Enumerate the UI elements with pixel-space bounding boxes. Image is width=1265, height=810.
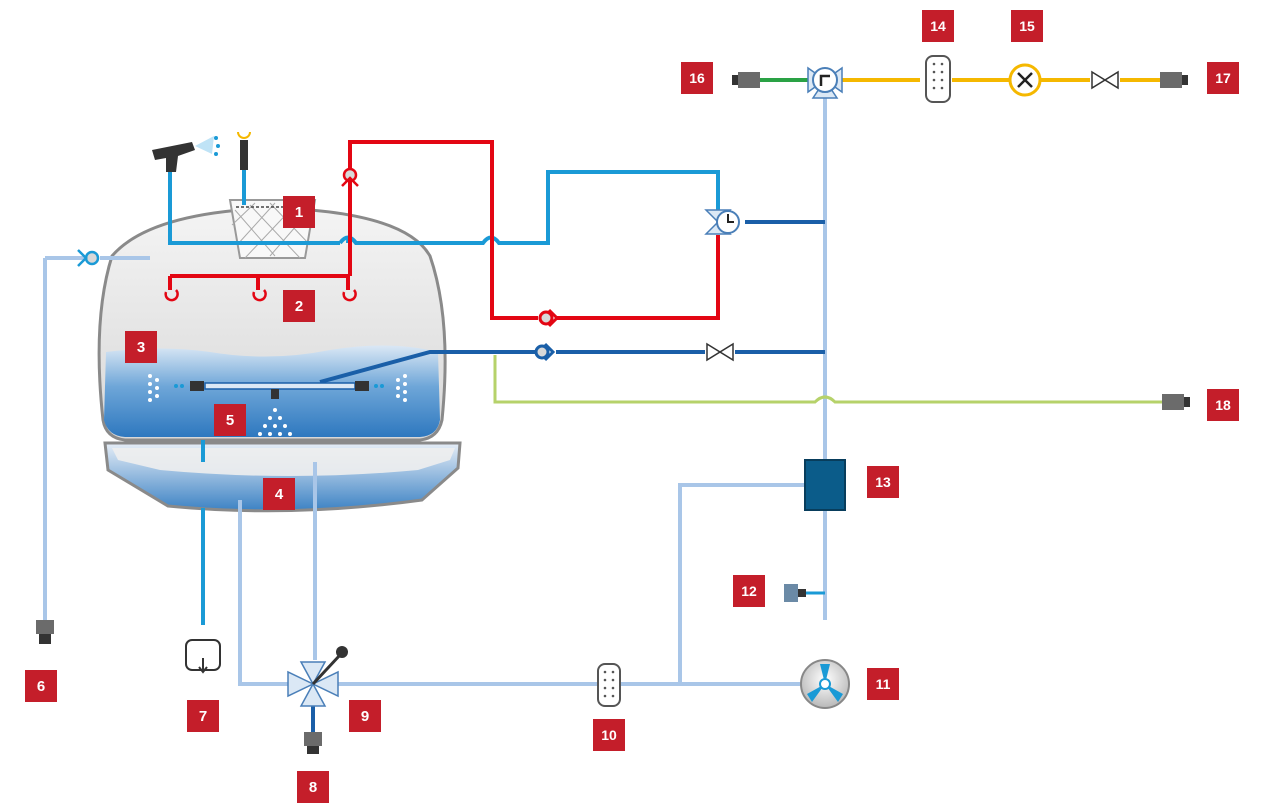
connector-icon <box>304 732 322 754</box>
label-11: 11 <box>867 668 899 700</box>
check-valve-icon <box>538 308 560 328</box>
connector-icon <box>732 72 760 88</box>
spray-bar-icon <box>148 374 407 436</box>
label-8: 8 <box>297 771 329 803</box>
heater-icon <box>1008 63 1042 97</box>
three-way-valve-icon <box>807 66 843 99</box>
timer-valve-icon <box>704 209 740 235</box>
label-5: 5 <box>214 404 246 436</box>
spray-gun-icon <box>152 136 220 172</box>
hot-water-pipes <box>168 140 720 320</box>
gate-valve-icon <box>706 342 734 362</box>
label-9: 9 <box>349 700 381 732</box>
rinse-tank <box>103 441 462 513</box>
control-box-icon <box>804 459 846 511</box>
label-18: 18 <box>1207 389 1239 421</box>
rotating-nozzle-icon <box>237 131 251 170</box>
connector-icon <box>1160 72 1188 88</box>
check-valve-icon <box>534 342 556 362</box>
check-valve-icon <box>77 249 100 267</box>
connector-icon <box>36 620 54 644</box>
label-2: 2 <box>283 290 315 322</box>
lime-pipe <box>493 355 1162 404</box>
label-1: 1 <box>283 196 315 228</box>
pump-icon <box>800 659 850 709</box>
drain-icon <box>185 639 221 674</box>
label-10: 10 <box>593 719 625 751</box>
connector-icon <box>1162 394 1190 410</box>
light-blue-pipes <box>43 95 827 686</box>
gate-valve-icon <box>1091 70 1119 90</box>
label-4: 4 <box>263 478 295 510</box>
label-13: 13 <box>867 466 899 498</box>
label-3: 3 <box>125 331 157 363</box>
check-valve-icon <box>341 167 359 187</box>
label-6: 6 <box>25 670 57 702</box>
label-17: 17 <box>1207 62 1239 94</box>
flowmeter-icon <box>597 663 621 707</box>
label-16: 16 <box>681 62 713 94</box>
label-7: 7 <box>187 700 219 732</box>
dark-blue-pipes <box>319 220 825 384</box>
three-way-valve-icon <box>287 646 348 707</box>
label-15: 15 <box>1011 10 1043 42</box>
label-12: 12 <box>733 575 765 607</box>
filter-cartridge-icon <box>925 55 951 103</box>
rotating-head-icon <box>164 289 357 302</box>
sensor-icon <box>784 584 825 602</box>
label-14: 14 <box>922 10 954 42</box>
